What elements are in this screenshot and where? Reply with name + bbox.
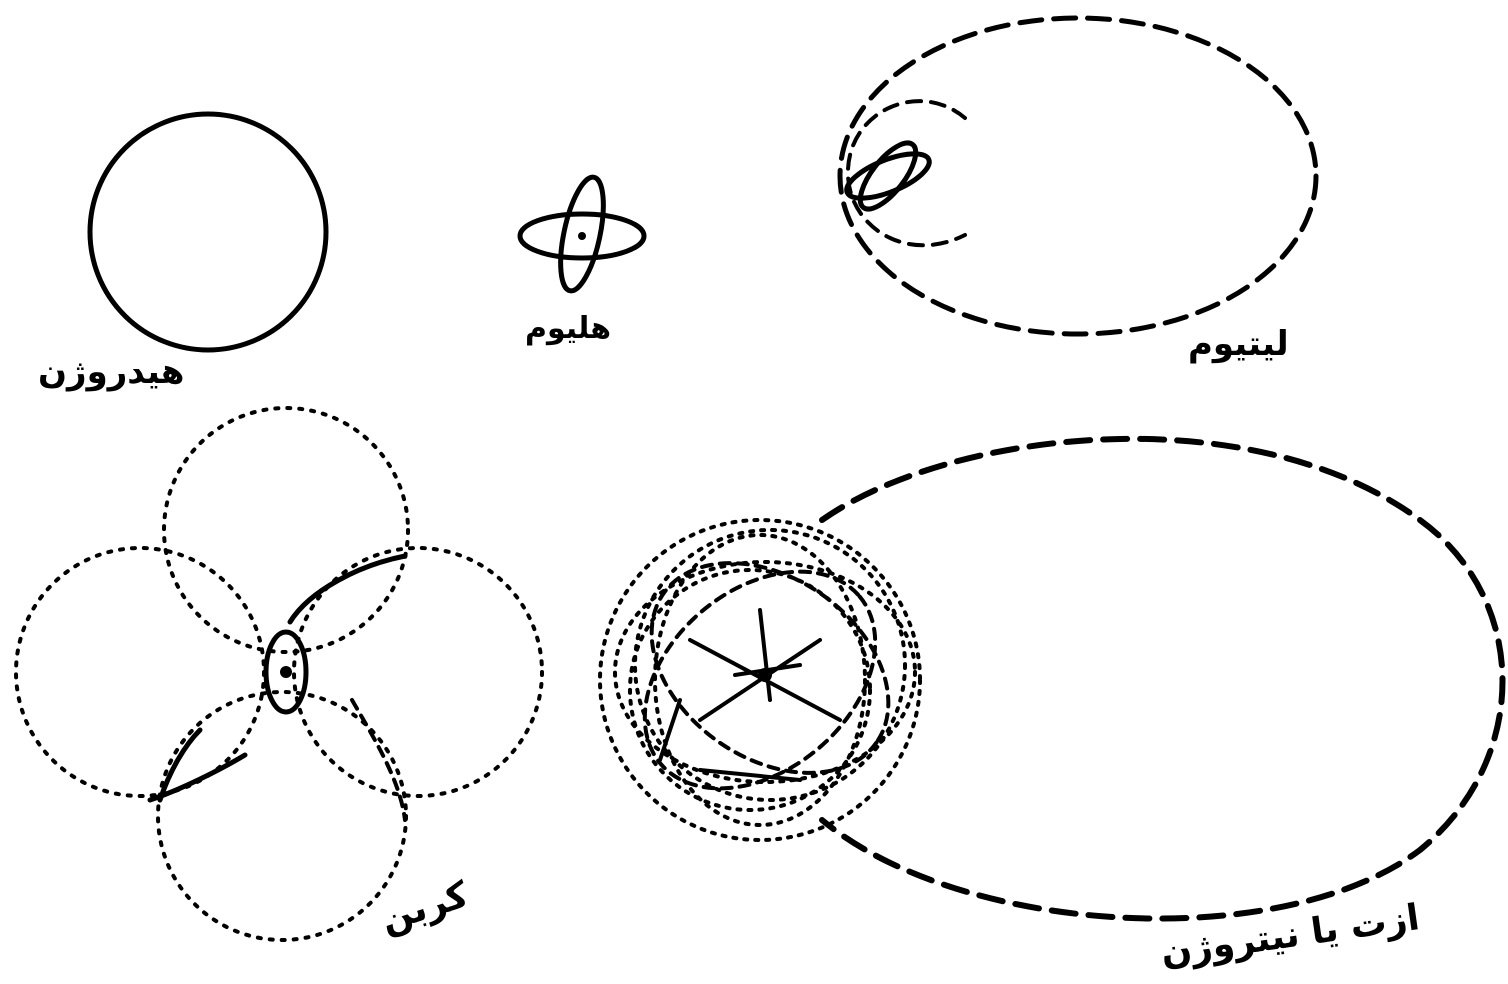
lithium-outer-orbit xyxy=(840,18,1316,334)
hydrogen-atom xyxy=(90,114,326,350)
lithium-label: لیتیوم xyxy=(1188,327,1289,361)
hydrogen-orbit xyxy=(90,114,326,350)
lithium-atom xyxy=(840,18,1316,334)
carbon-orbit-bottom xyxy=(158,692,406,940)
carbon-solid-arc-top xyxy=(290,556,405,622)
nitrogen-outer-orbit xyxy=(822,439,1503,919)
helium-atom xyxy=(520,174,644,295)
carbon-atom xyxy=(16,408,542,940)
nitrogen-nucleus xyxy=(758,668,772,682)
carbon-solid-arc-right xyxy=(352,700,405,820)
helium-label: هلیوم xyxy=(525,314,611,344)
helium-nucleus xyxy=(578,232,586,240)
carbon-nucleus xyxy=(280,666,292,678)
carbon-orbit-top xyxy=(164,408,408,652)
carbon-orbit-left xyxy=(16,548,264,796)
lithium-core-orbit-2 xyxy=(851,135,925,218)
hydrogen-label: هیدروژن xyxy=(38,355,184,389)
nitrogen-atom xyxy=(600,439,1503,919)
